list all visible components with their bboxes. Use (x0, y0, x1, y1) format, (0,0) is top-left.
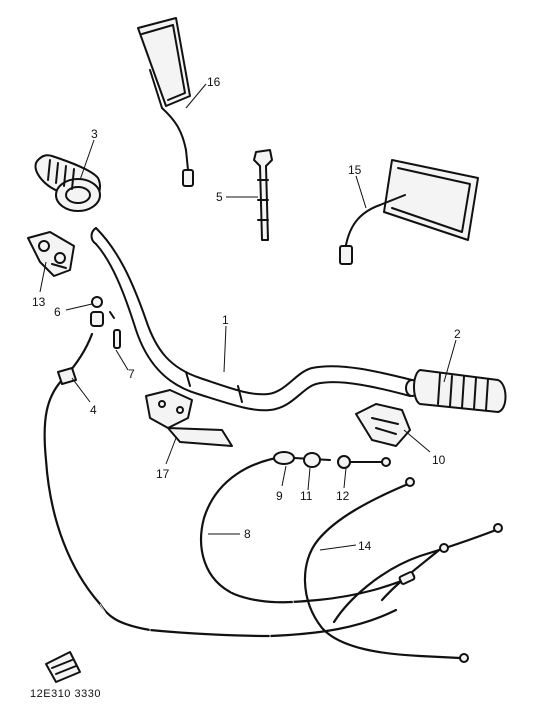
callout-6: 6 (54, 305, 61, 319)
front-arrow-icon (45, 651, 81, 683)
left-grip-part (34, 154, 101, 212)
callout-3: 3 (91, 127, 98, 141)
right-mirror-part (339, 159, 479, 265)
throttle-grip-part (413, 369, 507, 413)
callout-4: 4 (90, 403, 97, 417)
cable-adjuster-part (303, 452, 391, 469)
brake-cable-part (303, 477, 503, 663)
bracket-part (145, 389, 233, 447)
callout-14: 14 (358, 539, 372, 553)
callout-17: 17 (156, 467, 170, 481)
callout-13: 13 (32, 295, 46, 309)
callout-1: 1 (222, 313, 229, 327)
lever-pivot-part (90, 296, 115, 327)
callout-2: 2 (454, 327, 461, 341)
right-switch-part (355, 403, 411, 447)
callout-16: 16 (207, 75, 221, 89)
clutch-cable-part (200, 451, 416, 607)
leader-lines (39, 83, 457, 551)
cable-band-part (253, 149, 273, 241)
callout-12: 12 (336, 489, 350, 503)
callout-10: 10 (432, 453, 446, 467)
callout-8: 8 (244, 527, 251, 541)
handlebar-part (90, 227, 419, 412)
callout-9: 9 (276, 489, 283, 503)
callout-7: 7 (128, 367, 135, 381)
callout-11: 11 (300, 489, 313, 503)
bolt-part (113, 329, 121, 349)
throttle-cable-part (43, 332, 398, 638)
callout-5: 5 (216, 190, 223, 204)
diagram-code: 12E310 3330 (30, 688, 101, 700)
callout-labels: 16 3 5 15 13 6 7 1 2 4 10 17 9 11 12 8 1… (32, 75, 461, 553)
left-mirror-part (137, 17, 194, 187)
left-switch-part (27, 231, 75, 277)
callout-15: 15 (348, 163, 362, 177)
